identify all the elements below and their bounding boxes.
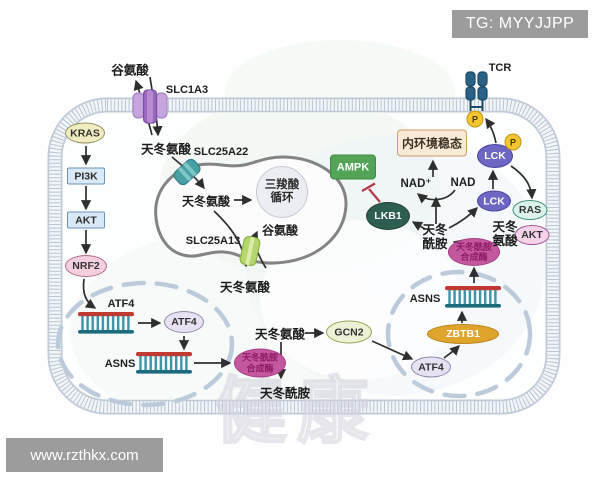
ampk-node: AMPK [330, 154, 376, 180]
glutamate-mito-label: 谷氨酸 [261, 223, 299, 238]
nucleus-right [385, 269, 533, 399]
nrf2-node: NRF2 [65, 255, 107, 277]
slc1a3-transporter-icon [132, 89, 168, 124]
inhibition-line-lkb1-ampk [361, 182, 381, 203]
atf4-gene-label: ATF4 [107, 298, 135, 310]
atf4-tf-left-node: ATF4 [164, 311, 204, 333]
slc25a22-transporter-icon [173, 158, 201, 186]
asns-enzyme-left-label: 天冬酰胺合成酶 [241, 352, 278, 373]
pi3k-node: PI3K [67, 167, 105, 185]
homeostasis-box: 内环境稳态 [397, 129, 467, 157]
zbtb1-node: ZBTB1 [427, 324, 499, 344]
lck-lower-node: LCK [477, 190, 511, 212]
nad-label: NAD [450, 177, 476, 189]
nad-plus-label: NAD⁺ [400, 178, 432, 190]
glutamate-top-label: 谷氨酸 [111, 63, 149, 78]
asparagine-center-label: 天冬酰胺 [422, 223, 448, 251]
akt-node: AKT [67, 211, 105, 229]
slc25a22-label: SLC25A22 [193, 146, 249, 158]
slc1a3-label: SLC1A3 [165, 84, 209, 96]
tcr-label: TCR [488, 62, 512, 74]
aspartate-exported-label: 天冬氨酸 [219, 280, 271, 295]
asns-enzyme-right-node: 天冬酰胺合成酶 [448, 238, 500, 266]
asns-enzyme-left-node: 天冬酰胺合成酶 [234, 348, 286, 378]
aspartate-top-label: 天冬氨酸 [140, 142, 192, 157]
lck-upper-node: LCK [477, 144, 513, 168]
aspartate-right-label: 天冬氨酸 [492, 220, 518, 248]
website-band: www.rzthkx.com [6, 438, 163, 472]
telegram-tag-band: TG: MYYJJPP [452, 10, 588, 38]
gcn2-node: GCN2 [326, 320, 372, 344]
dna-asns-gene-right [445, 286, 501, 308]
asns-gene-right-label: ASNS [409, 293, 441, 305]
phospho-circle-tcr: P [466, 110, 484, 128]
dna-asns-gene-left [136, 352, 192, 374]
telegram-tag-text: TG: MYYJJPP [465, 15, 575, 32]
slc25a13-label: SLC25A13 [185, 235, 241, 247]
dna-atf4-gene [78, 312, 134, 334]
nucleus-left [55, 280, 235, 408]
akt-right-node: AKT [514, 225, 550, 245]
website-text: www.rzthkx.com [30, 446, 139, 464]
ras-node: RAS [512, 200, 548, 220]
asparagine-bottom-label: 天冬酰胺 [259, 386, 311, 401]
slc25a13-transporter-icon [239, 235, 261, 267]
asns-gene-left-label: ASNS [104, 358, 136, 370]
lkb1-node: LKB1 [366, 202, 410, 230]
tca-cycle-label: 三羧酸循环 [264, 179, 300, 204]
kras-node: KRAS [65, 122, 105, 144]
faint-watermark-text: 健康 [214, 371, 380, 453]
tcr-receptor-icon [465, 71, 488, 111]
atf4-tf-right-node: ATF4 [411, 356, 451, 378]
aspartate-mito-label: 天冬氨酸 [181, 194, 231, 209]
tca-cycle-node: 三羧酸循环 [256, 166, 308, 218]
phospho-circle-lck: P [504, 133, 522, 151]
asns-enzyme-right-label: 天冬酰胺合成酶 [455, 241, 492, 262]
aspartate-cytosol-label: 天冬氨酸 [254, 327, 306, 342]
